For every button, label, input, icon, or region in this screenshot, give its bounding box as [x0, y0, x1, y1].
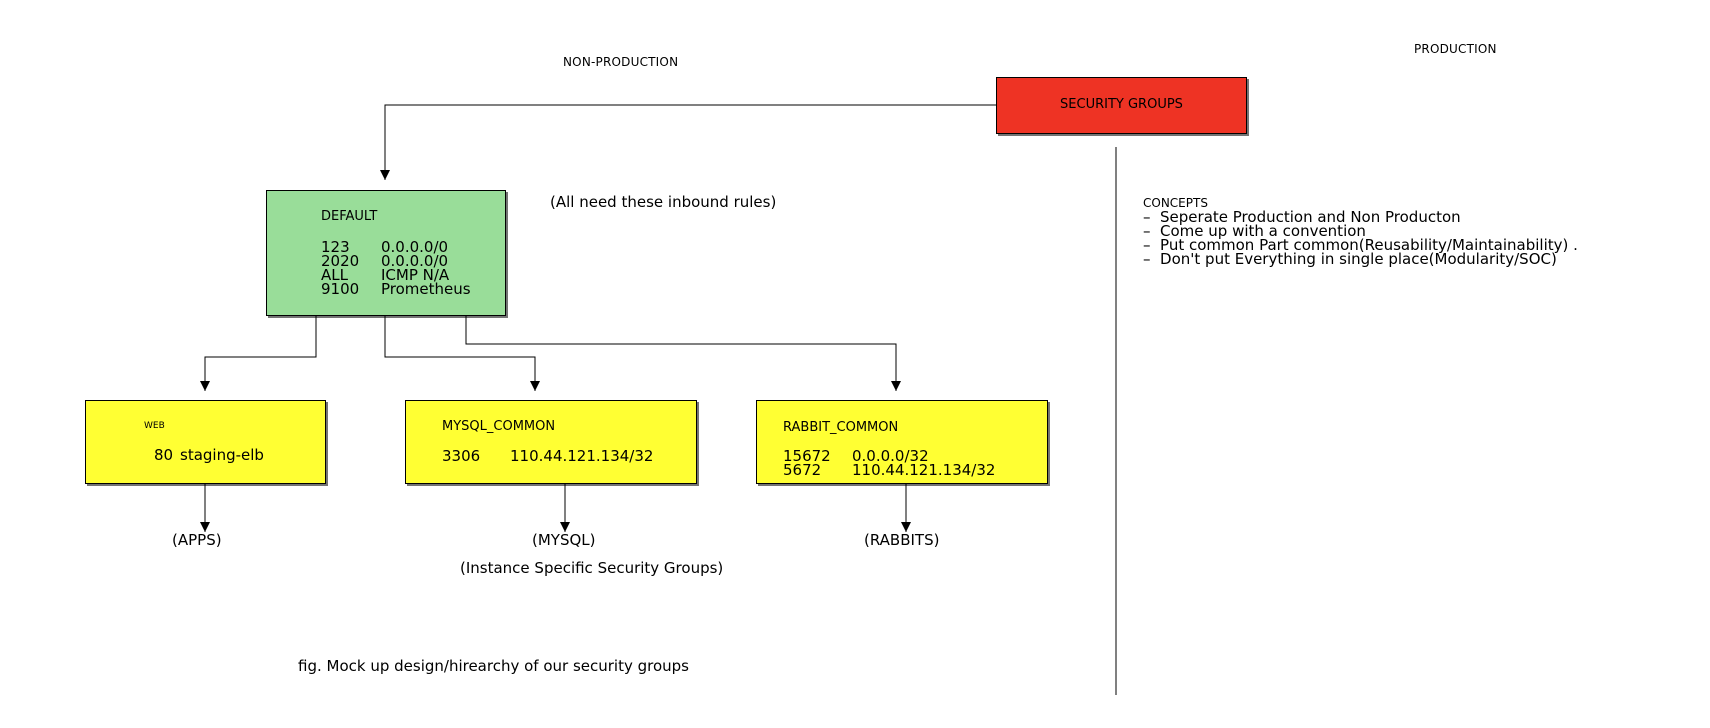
edge-root-to-default [380, 104, 996, 180]
rabbit-rule-source: 0.0.0.0/32 [852, 447, 929, 465]
concept-item: – Don't put Everything in single place(M… [1143, 250, 1557, 268]
rabbits-target-label: (RABBITS) [864, 531, 940, 549]
inbound-rules-note: (All need these inbound rules) [550, 193, 777, 211]
apps-target-label: (APPS) [172, 531, 222, 549]
non-production-label: NON-PRODUCTION [563, 55, 679, 69]
rabbit-rule-port: 15672 [783, 447, 831, 465]
concept-item: – Put common Part common(Reusability/Mai… [1143, 236, 1578, 254]
default-rule-port: 123 [321, 238, 350, 256]
rabbit-rule-source: 110.44.121.134/32 [852, 461, 996, 479]
mysql-target-label: (MYSQL) [532, 531, 596, 549]
web-rule-port: 80 [154, 446, 174, 464]
edge-default-to-rabbit [465, 316, 901, 391]
rabbit-group-title: RABBIT_COMMON [783, 420, 899, 435]
mysql-group-title: MYSQL_COMMON [442, 419, 556, 434]
mysql-rule-port: 3306 [442, 447, 481, 465]
security-groups-node: SECURITY GROUPS [996, 77, 1247, 134]
default-group-node: DEFAULT 123 0.0.0.0/0 2020 0.0.0.0/0 ALL… [266, 190, 506, 316]
security-groups-label: SECURITY GROUPS [1060, 97, 1183, 112]
default-rule-source: 0.0.0.0/0 [381, 238, 449, 256]
edge-default-to-web [200, 316, 317, 391]
default-rule-source: ICMP N/A [381, 266, 450, 284]
figure-caption: fig. Mock up design/hirearchy of our sec… [298, 657, 689, 675]
web-group-node: WEB 80 staging-elb [85, 400, 326, 484]
default-rule-port: 9100 [321, 280, 360, 298]
concept-item: – Come up with a convention [1143, 222, 1366, 240]
web-rule-source: staging-elb [180, 446, 264, 464]
production-label: PRODUCTION [1414, 42, 1497, 56]
default-rule-source: Prometheus [381, 280, 471, 298]
concepts-heading: CONCEPTS [1143, 196, 1208, 210]
concept-item: – Seperate Production and Non Producton [1143, 208, 1461, 226]
edge-default-to-mysql [384, 316, 540, 391]
rabbit-common-group-node: RABBIT_COMMON 15672 0.0.0.0/32 5672 110.… [756, 400, 1048, 484]
default-group-title: DEFAULT [321, 209, 378, 224]
mysql-common-group-node: MYSQL_COMMON 3306 110.44.121.134/32 [405, 400, 697, 484]
web-group-title: WEB [144, 421, 165, 431]
rabbit-rule-port: 5672 [783, 461, 822, 479]
default-rule-source: 0.0.0.0/0 [381, 252, 449, 270]
default-rule-port: 2020 [321, 252, 360, 270]
default-rule-port: ALL [321, 266, 348, 284]
instance-specific-label: (Instance Specific Security Groups) [460, 559, 724, 577]
mysql-rule-source: 110.44.121.134/32 [510, 447, 654, 465]
